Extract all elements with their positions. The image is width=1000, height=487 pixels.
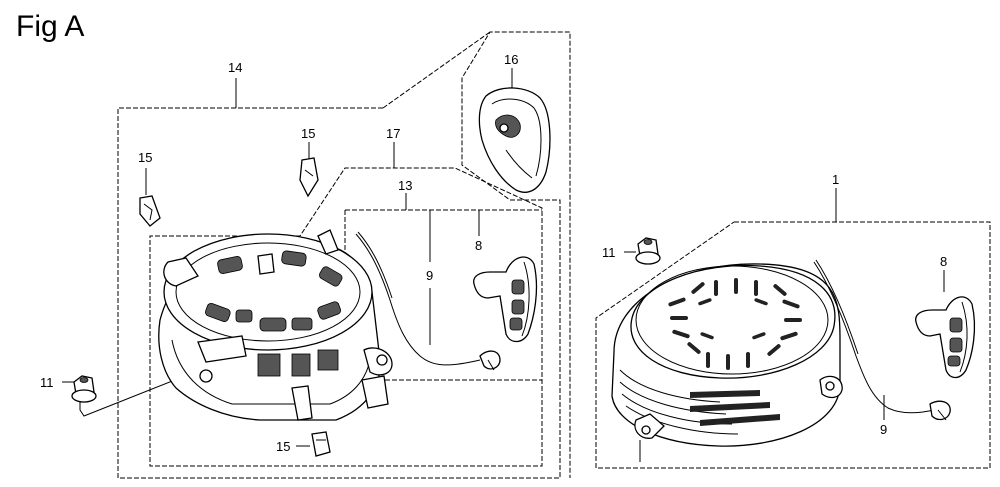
callout-8b: 8 — [940, 254, 947, 269]
callout-15c: 15 — [276, 439, 290, 454]
recoil-starter-assembly-right — [611, 263, 843, 447]
callout-15a: 15 — [138, 150, 152, 165]
callout-11a: 11 — [40, 375, 54, 390]
recoil-starter-assembly-left — [158, 229, 393, 421]
starter-guide-part-16 — [478, 87, 551, 193]
callout-15b: 15 — [301, 126, 315, 141]
callout-13: 13 — [398, 178, 412, 193]
starter-rope-part-9b — [813, 261, 935, 414]
starter-rope-part-9a-highlight — [357, 231, 393, 299]
callout-8a: 8 — [475, 238, 482, 253]
flange-nut-part-11a — [71, 375, 97, 403]
callout-1: 1 — [832, 172, 839, 187]
callout-9a: 9 — [426, 268, 433, 283]
ratchet-clip-part-15c — [311, 431, 331, 457]
callout-14: 14 — [228, 60, 242, 75]
ratchet-clip-part-15b — [299, 157, 319, 198]
starter-rope-part-9b-highlight — [815, 259, 859, 355]
starter-grip-part-8b — [915, 296, 976, 379]
starter-rope-part-9a — [355, 233, 481, 366]
cover-ribs — [619, 369, 780, 435]
callout-16: 16 — [504, 52, 518, 67]
assembly-1-boundary — [595, 221, 991, 469]
rope-knot-part-9b — [929, 400, 951, 421]
assembly-14-boundary-diagonal — [382, 31, 491, 109]
ratchet-clip-part-15a — [139, 195, 161, 227]
assembly-17-boundary — [149, 167, 543, 467]
figure-title: Fig A — [16, 10, 85, 43]
rope-knot-part-9a — [479, 350, 501, 371]
cover-slots — [668, 278, 802, 370]
callout-11b: 11 — [602, 245, 616, 260]
callout-17: 17 — [386, 126, 400, 141]
flange-nut-part-11b — [635, 237, 661, 265]
callout-9b: 9 — [880, 422, 887, 437]
assembly-14-boundary — [117, 31, 571, 479]
starter-grip-part-8a — [473, 256, 538, 343]
